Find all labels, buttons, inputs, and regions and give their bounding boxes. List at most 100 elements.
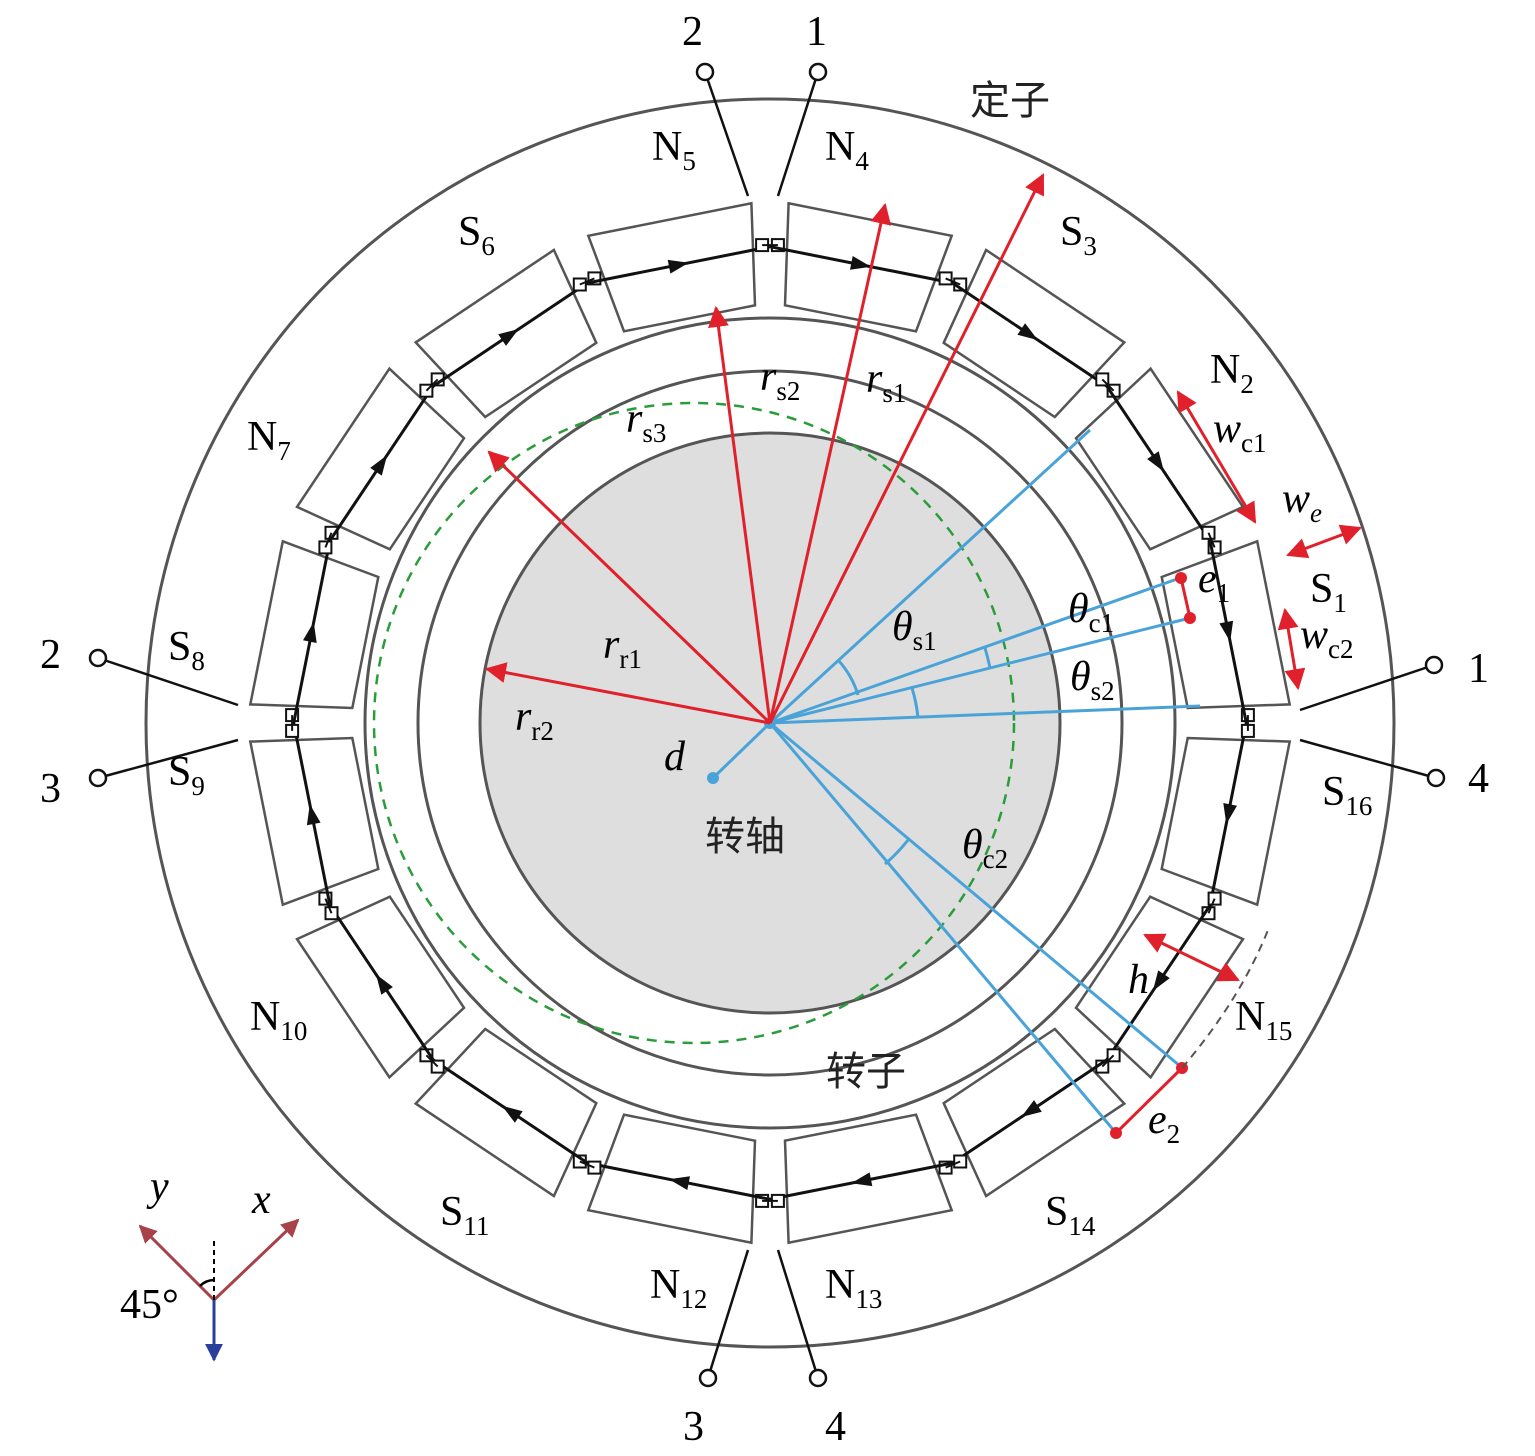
- pole-label-n10: N10: [250, 994, 307, 1046]
- coil-direction-arrow: [498, 329, 519, 346]
- coil-connector: [324, 532, 333, 548]
- pole-label-n5: N5: [652, 124, 696, 176]
- pole-label-s11: S11: [440, 1189, 489, 1241]
- terminal-node: [88, 768, 108, 788]
- pole-label-s8: S8: [168, 624, 205, 676]
- pole-label-s9: S9: [168, 749, 205, 801]
- stator-tooth: [1074, 895, 1245, 1080]
- terminal-node: [808, 1368, 828, 1388]
- label-e2: e2: [1148, 1097, 1180, 1149]
- terminal-label-bottom-3: 3: [683, 1404, 704, 1450]
- pole-label-n15: N15: [1235, 994, 1292, 1046]
- coil-direction-arrow: [1147, 451, 1164, 472]
- coil-direction-arrow: [502, 1105, 523, 1123]
- coil-connector: [1207, 532, 1216, 548]
- label-wc1: wc1: [1213, 406, 1267, 458]
- gap-dashed-arc: [1181, 929, 1269, 1069]
- stator-tooth: [1160, 539, 1292, 710]
- coil-connector: [945, 277, 961, 286]
- label-rs1: rs1: [866, 356, 906, 408]
- stator-tooth: [295, 895, 466, 1080]
- rotor-inner-circle: [416, 369, 1124, 1077]
- stator-tooth: [586, 1113, 757, 1245]
- terminal-lead: [1299, 738, 1437, 780]
- axis-label-x: x: [251, 1177, 271, 1223]
- coordinate-axes: y x 45°: [120, 1164, 300, 1362]
- terminal-label-right-4: 4: [1468, 756, 1489, 802]
- pole-label-n7: N7: [247, 414, 291, 466]
- coil-connector: [425, 378, 439, 392]
- stator-tooth: [783, 1113, 954, 1245]
- label-we: we: [1282, 476, 1322, 528]
- stator-outer-circle: [144, 97, 1396, 1349]
- terminal-label-left-2: 2: [40, 632, 61, 678]
- terminal-node: [695, 62, 715, 82]
- terminal-node: [698, 1368, 718, 1388]
- stator-tooth: [248, 736, 380, 907]
- label-rr1: rr1: [603, 622, 642, 674]
- coil-direction-arrow: [1017, 323, 1038, 341]
- pole-label-s3: S3: [1060, 209, 1097, 261]
- pole-label-n12: N12: [650, 1262, 707, 1314]
- radius-arrows: [484, 173, 1362, 1135]
- pole-label-s14: S14: [1045, 1189, 1096, 1241]
- coil-connector: [579, 1160, 595, 1169]
- angle-lines: [711, 428, 1201, 1134]
- terminal-leads: [88, 62, 1446, 1388]
- terminal-lead: [97, 656, 239, 707]
- coil-direction-arrow: [1219, 620, 1234, 642]
- stator-label: 定子: [970, 78, 1050, 124]
- terminal-node: [1424, 655, 1444, 675]
- coil-connector: [945, 1160, 961, 1169]
- label-rs2: rs2: [760, 354, 800, 406]
- stator-tooth: [783, 201, 954, 333]
- coil-direction-arrow: [1152, 970, 1170, 991]
- terminal-lead: [1299, 663, 1435, 712]
- terminal-label-bottom-4: 4: [825, 1404, 846, 1450]
- pole-label-n13: N13: [825, 1262, 882, 1314]
- axis-label-y: y: [146, 1164, 169, 1210]
- terminal-node: [1426, 768, 1446, 788]
- terminal-node: [88, 648, 108, 668]
- label-theta-s2: θs2: [1070, 654, 1115, 706]
- pole-label-n4: N4: [825, 124, 869, 176]
- terminal-label-left-3: 3: [40, 766, 61, 812]
- coil-connector: [1207, 898, 1216, 914]
- coil-direction-arrow: [1223, 803, 1237, 824]
- coil-connector: [425, 1054, 439, 1068]
- axis-angle-label: 45°: [120, 1282, 179, 1328]
- terminal-label-top-1: 1: [806, 9, 827, 55]
- stator-tooth: [248, 539, 380, 710]
- dimension-labels: rs1 rs2 rs3 rr1 rr2 d wc1 we wc2 e1 e2 h…: [515, 354, 1354, 1149]
- coil-direction-arrow: [306, 804, 321, 826]
- stator-tooth: [942, 248, 1127, 419]
- coil-direction-arrow: [1021, 1100, 1042, 1117]
- label-d: d: [664, 734, 686, 780]
- terminal-lead: [706, 1249, 750, 1379]
- stator-tooth: [942, 1027, 1127, 1198]
- pole-labels: S1 N2 S3 N4 N5 S6 N7 S8 S9 N10 S11 N12 N…: [168, 124, 1372, 1314]
- terminal-lead: [703, 71, 750, 197]
- stator-tooth: [413, 1027, 598, 1198]
- coil-direction-arrow: [303, 622, 317, 643]
- terminal-node: [808, 62, 828, 82]
- rotor-outer-circle: [363, 316, 1177, 1130]
- pole-label-s16: S16: [1322, 769, 1372, 821]
- rotor-label: 转子: [826, 1049, 906, 1095]
- label-rr2: rr2: [515, 694, 554, 746]
- coil-connector: [1101, 378, 1115, 392]
- d-offset-point: [707, 772, 719, 784]
- stator-tooth: [295, 366, 466, 551]
- stator-tooth: [1160, 736, 1292, 907]
- pole-label-n2: N2: [1210, 347, 1254, 399]
- coil-direction-arrow: [667, 259, 689, 274]
- coil-connector: [579, 277, 595, 286]
- shaft-label: 转轴: [705, 814, 785, 860]
- coil-direction-arrow: [376, 974, 393, 995]
- terminal-lead: [776, 1249, 820, 1379]
- terminal-lead: [97, 738, 239, 780]
- coil-connector: [324, 898, 333, 914]
- stator-tooth: [413, 248, 598, 419]
- coil-direction-arrow: [851, 1172, 873, 1187]
